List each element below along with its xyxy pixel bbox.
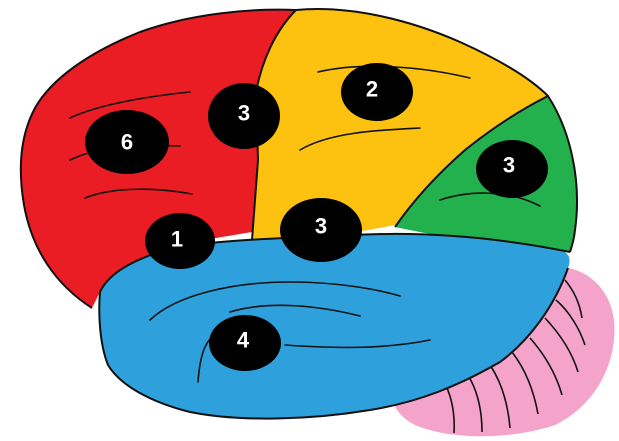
marker-parietal: 2 [341,63,413,121]
marker-frontal-lower: 1 [145,213,215,269]
marker-parietal-lower: 3 [280,198,362,262]
marker-parietal-lower-label: 3 [315,214,327,239]
marker-occipital: 3 [476,140,548,198]
marker-frontal-label: 6 [121,130,133,155]
marker-frontal-upper: 3 [208,83,280,149]
marker-occipital-label: 3 [503,153,515,178]
marker-temporal-label: 4 [237,328,250,353]
marker-frontal-upper-label: 3 [238,101,250,126]
marker-parietal-label: 2 [366,77,378,102]
marker-frontal-lower-label: 1 [171,227,183,252]
marker-temporal: 4 [209,315,281,371]
marker-frontal: 6 [85,110,169,174]
